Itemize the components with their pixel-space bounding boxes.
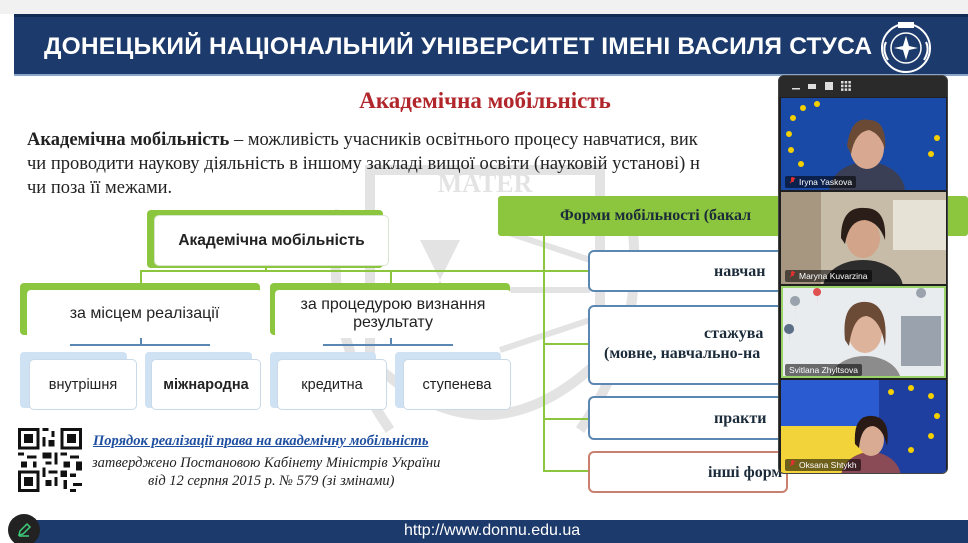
- video-call-panel[interactable]: Iryna Yaskova Maryna Kuvarzina: [778, 75, 948, 474]
- footer-url[interactable]: http://www.donnu.edu.ua: [404, 522, 581, 539]
- pencil-icon: [17, 522, 32, 537]
- form-item-internship-sub: (мовне, навчально-на: [604, 345, 761, 362]
- muted-mic-icon: [789, 460, 796, 467]
- tree-root-box: Академічна мобільність: [155, 216, 388, 265]
- tree-connector: [140, 270, 560, 272]
- strip-view-icon[interactable]: [807, 81, 817, 91]
- svg-text:MATER: MATER: [438, 169, 533, 198]
- law-approval-text: затверджено Постановою Кабінету Міністрі…: [92, 455, 441, 471]
- law-date-text: від 12 серпня 2015 р. № 579 (зі змінами): [148, 473, 395, 489]
- slide-header: ДОНЕЦЬКИЙ НАЦІОНАЛЬНИЙ УНІВЕРСИТЕТ ІМЕНІ…: [14, 14, 968, 74]
- participant-tile[interactable]: Oksana Shtykh: [781, 380, 946, 473]
- participant-tile[interactable]: Iryna Yaskova: [781, 98, 946, 190]
- tree-internal-box: внутрішня: [30, 360, 136, 409]
- muted-mic-icon: [789, 271, 796, 278]
- tree-connector: [265, 265, 267, 271]
- forms-connector: [543, 418, 589, 420]
- participant-tile-active[interactable]: Svitlana Zhyltsova: [781, 286, 946, 378]
- tree-international-box: міжнародна: [152, 360, 260, 409]
- form-item-internship-label: стажува: [704, 325, 764, 342]
- tree-by-place-box: за місцем реалізації: [27, 290, 262, 338]
- form-item-study-label: навчан: [714, 263, 766, 280]
- qr-code-icon[interactable]: [18, 428, 82, 492]
- form-item-practice-label: практи: [714, 410, 767, 427]
- form-item-other: інші форм: [588, 451, 788, 493]
- university-title: ДОНЕЦЬКИЙ НАЦІОНАЛЬНИЙ УНІВЕРСИТЕТ ІМЕНІ…: [44, 33, 873, 60]
- forms-connector: [543, 236, 545, 472]
- definition-text: Академічна мобільність – можливість учас…: [27, 128, 968, 200]
- tree-degree-box: ступенева: [404, 360, 510, 409]
- slide-title: Академічна мобільність: [359, 88, 611, 113]
- map-background: [781, 286, 946, 378]
- form-item-internship: стажува (мовне, навчально-на: [588, 305, 788, 385]
- forms-connector: [543, 470, 589, 472]
- law-reference-link[interactable]: Порядок реалізації права на академічну м…: [93, 433, 429, 449]
- tree-connector: [140, 338, 142, 346]
- top-strip: [0, 0, 968, 14]
- annotate-pencil-button[interactable]: [8, 514, 40, 543]
- tree-connector: [390, 338, 392, 346]
- tree-connector: [323, 344, 453, 346]
- tree-connector: [140, 270, 142, 284]
- participant-name: Svitlana Zhyltsova: [785, 364, 862, 376]
- tree-connector: [390, 270, 392, 284]
- tree-by-procedure-box: за процедурою визнання результату: [275, 290, 511, 338]
- single-view-icon[interactable]: [824, 81, 834, 91]
- eu-flag-background: [781, 98, 946, 190]
- form-item-study: навчан: [588, 250, 788, 292]
- form-item-other-label: інші форм: [708, 464, 783, 481]
- muted-mic-icon: [789, 177, 796, 184]
- participant-name: Maryna Kuvarzina: [785, 270, 872, 282]
- header-rule: [14, 74, 968, 76]
- forms-connector: [543, 343, 589, 345]
- grid-view-icon[interactable]: [841, 81, 851, 91]
- participant-name: Oksana Shtykh: [785, 459, 861, 471]
- tree-credit-box: кредитна: [278, 360, 386, 409]
- participant-tile[interactable]: Maryna Kuvarzina: [781, 192, 946, 284]
- video-toolbar: [779, 76, 947, 97]
- definition-line-2: чи проводити наукову діяльність в іншому…: [27, 154, 700, 174]
- participant-name: Iryna Yaskova: [785, 176, 857, 188]
- definition-term: Академічна мобільність: [27, 130, 230, 150]
- slide-footer: http://www.donnu.edu.ua: [14, 520, 968, 543]
- forms-connector: [543, 270, 589, 272]
- form-item-practice: практи: [588, 396, 788, 440]
- university-emblem-icon: [881, 22, 931, 73]
- minimize-icon[interactable]: [791, 81, 801, 91]
- definition-line-1: – можливість учасників освітнього процес…: [229, 130, 698, 150]
- room-background: [781, 192, 946, 284]
- definition-line-3: чи поза її межами.: [27, 178, 173, 198]
